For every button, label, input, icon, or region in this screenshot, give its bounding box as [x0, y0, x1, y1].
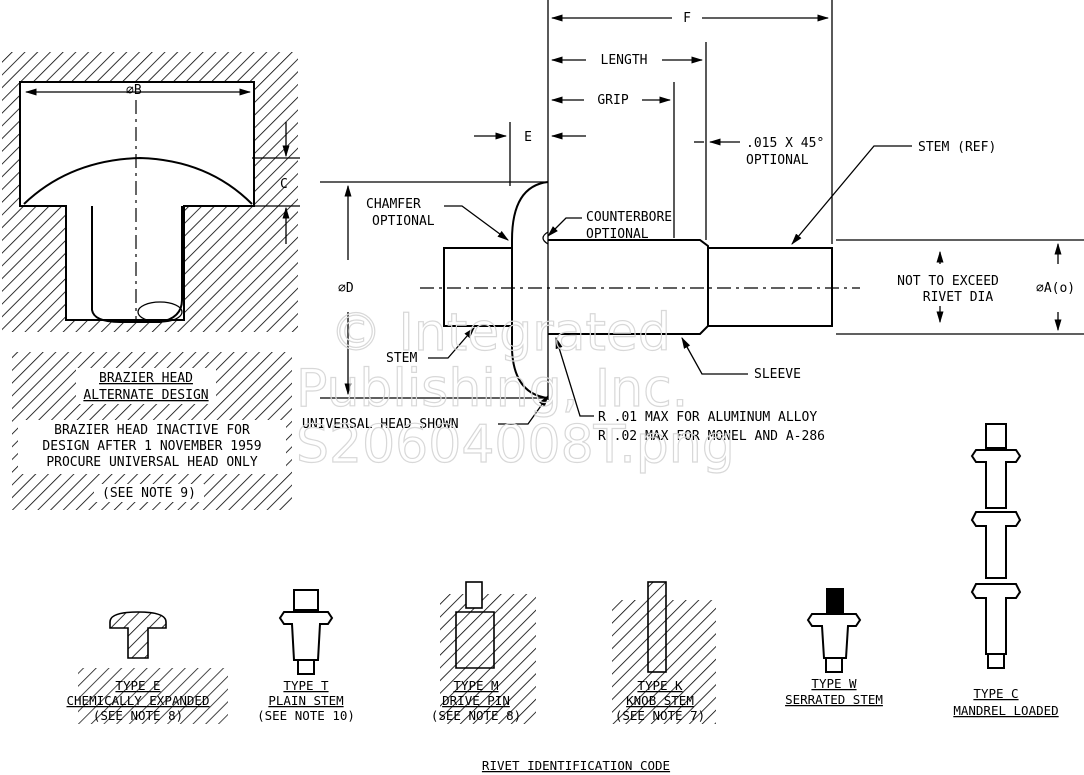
type-c-line-2: MANDREL LOADED [953, 703, 1058, 718]
brazier-title-1: BRAZIER HEAD [99, 371, 193, 386]
sleeve-label: SLEEVE [754, 367, 801, 382]
type-t-icon [278, 589, 334, 675]
type-w-line-1: TYPE W [811, 676, 857, 691]
type-e-line-3: (SEE NOTE 8) [93, 708, 183, 723]
type-e-icon [78, 611, 228, 724]
type-m-line-1: TYPE M [453, 678, 498, 693]
type-w-icon [806, 588, 862, 673]
type-k-line-1: TYPE K [637, 678, 683, 693]
type-labels: TYPE E CHEMICALLY EXPANDED (SEE NOTE 8) … [67, 676, 1059, 723]
not-exceed-2: RIVET DIA [923, 290, 994, 305]
type-w-line-2: SERRATED STEM [785, 692, 883, 707]
watermark: © Integrated Publishing, Inc. S20604008T… [295, 302, 735, 475]
type-m-line-3: (SEE NOTE 8) [431, 708, 521, 723]
caption: RIVET IDENTIFICATION CODE [482, 758, 670, 773]
type-m-line-2: DRIVE PIN [442, 693, 510, 708]
chamfer-label-2: OPTIONAL [372, 214, 435, 229]
brazier-head-view: ⌀B C [2, 52, 300, 332]
brazier-title-2: ALTERNATE DESIGN [83, 388, 208, 403]
counterbore-label-1: COUNTERBORE [586, 210, 672, 225]
dim-dia-d-label: ⌀D [338, 281, 354, 296]
chamfer-spec-1: .015 X 45° [746, 136, 824, 151]
dim-dia-b-label: ⌀B [126, 83, 142, 98]
type-c-icon [970, 423, 1022, 669]
type-t-line-2: PLAIN STEM [268, 693, 343, 708]
dim-dia-a-label: ⌀A(o) [1036, 281, 1075, 296]
type-k-icon [612, 581, 716, 724]
dim-c-label: C [280, 177, 288, 192]
brazier-body-3: PROCURE UNIVERSAL HEAD ONLY [46, 455, 257, 470]
counterbore-label-2: OPTIONAL [586, 227, 649, 242]
stem-label: STEM [386, 351, 417, 366]
dim-f-label: F [683, 11, 691, 26]
not-exceed-1: NOT TO EXCEED [897, 274, 999, 289]
brazier-body-2: DESIGN AFTER 1 NOVEMBER 1959 [42, 439, 261, 454]
chamfer-spec-2: OPTIONAL [746, 153, 809, 168]
type-m-icon [440, 581, 536, 724]
type-k-line-2: KNOB STEM [626, 693, 694, 708]
radius-note-2: R .02 MAX FOR MONEL AND A-286 [598, 429, 825, 444]
type-k-line-3: (SEE NOTE 7) [615, 708, 705, 723]
brazier-see-note: (SEE NOTE 9) [102, 486, 196, 501]
dim-e-label: E [524, 130, 532, 145]
brazier-note-box: BRAZIER HEAD ALTERNATE DESIGN BRAZIER HE… [12, 352, 292, 510]
type-e-line-2: CHEMICALLY EXPANDED [67, 693, 210, 708]
universal-head-label: UNIVERSAL HEAD SHOWN [302, 417, 459, 432]
main-rivet-view: F LENGTH GRIP E .015 X 45° OPTIONAL [302, 0, 1084, 444]
radius-note-1: R .01 MAX FOR ALUMINUM ALLOY [598, 410, 817, 425]
type-t-line-3: (SEE NOTE 10) [257, 708, 355, 723]
watermark-line-1: © Integrated [330, 303, 671, 363]
chamfer-label-1: CHAMFER [366, 197, 421, 212]
brazier-body-1: BRAZIER HEAD INACTIVE FOR [54, 423, 250, 438]
type-t-line-1: TYPE T [283, 678, 329, 693]
type-e-line-1: TYPE E [115, 678, 160, 693]
stem-ref-label: STEM (REF) [918, 140, 996, 155]
watermark-line-2: Publishing, Inc. [296, 359, 688, 419]
watermark-line-3: S20604008T.png [296, 415, 735, 475]
type-c-line-1: TYPE C [973, 686, 1018, 701]
dim-length-label: LENGTH [601, 53, 648, 68]
dim-grip-label: GRIP [597, 93, 628, 108]
